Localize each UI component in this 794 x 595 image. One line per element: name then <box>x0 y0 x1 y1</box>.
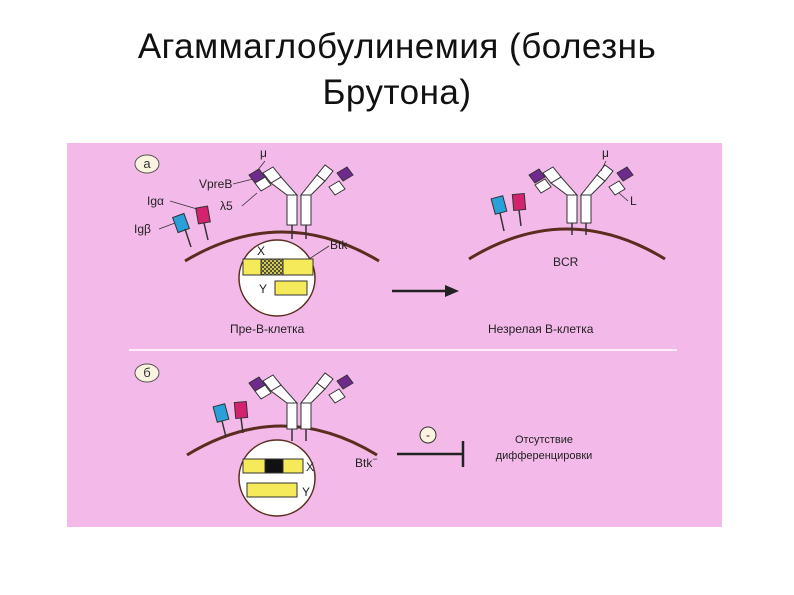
pre-bcr-receptor-b <box>248 372 354 441</box>
ig-beta-receptor-b <box>212 403 230 438</box>
immature-b-cell-membrane <box>468 227 666 261</box>
btk-deficient-nucleus <box>238 439 316 517</box>
slide-title-line-2: Брутона) <box>322 73 472 112</box>
label-mu-right: μ <box>602 146 609 160</box>
label-btk-minus: Btk− <box>355 454 378 470</box>
ig-beta-receptor <box>171 212 192 248</box>
label-ig-beta: Igβ <box>134 222 151 236</box>
label-inhibit-sign: - <box>426 428 430 442</box>
ig-alpha-receptor-b <box>233 400 249 434</box>
panel-b: б <box>134 363 593 517</box>
ig-beta-receptor-right <box>490 195 508 232</box>
label-no-differentiation-line-2: дифференцировки <box>496 450 593 462</box>
chromosome-y-a <box>274 280 308 296</box>
label-mu-left: μ <box>260 146 267 160</box>
panel-b-tag: б <box>143 365 150 380</box>
label-vpreb: VpreB <box>199 177 232 191</box>
label-bcr: BCR <box>553 255 579 269</box>
ig-alpha-receptor-right <box>511 192 527 227</box>
panel-a-tag: а <box>143 156 151 171</box>
label-ig-alpha: Igα <box>147 194 164 208</box>
panel-b-tag-badge <box>134 363 160 383</box>
chromosome-y-b <box>246 482 298 498</box>
diagram-figure: а <box>67 143 722 527</box>
label-chrom-x-a: X <box>257 244 265 258</box>
label-no-differentiation-line-1: Отсутствие <box>515 434 573 446</box>
label-light-chain: L <box>630 194 637 208</box>
label-btk: Btk <box>330 238 348 252</box>
label-chrom-y-b: Y <box>302 485 310 499</box>
pre-b-cell-membrane <box>184 230 380 263</box>
pre-b-cell-nucleus <box>238 239 316 317</box>
btk-deficient-cell-membrane <box>186 424 378 457</box>
label-lambda5: λ5 <box>220 199 233 213</box>
panel-a-tag-badge <box>134 154 160 174</box>
inhibition-symbol <box>397 426 465 467</box>
differentiation-arrow <box>392 285 459 297</box>
panel-a: а <box>134 146 666 336</box>
label-chrom-x-b: X <box>306 460 314 474</box>
pre-bcr-receptor <box>248 164 354 239</box>
chromosome-x-b <box>242 458 304 474</box>
label-immature-b-cell: Незрелая В-клетка <box>488 322 594 336</box>
label-pre-b-cell: Пре-В-клетка <box>230 322 305 336</box>
ig-alpha-receptor <box>195 205 211 241</box>
bcr-receptor <box>528 164 634 235</box>
diagram-canvas: а <box>129 146 677 517</box>
label-chrom-y-a: Y <box>259 282 267 296</box>
slide-title: Агаммаглобулинемия (болезнь Брутона) <box>0 24 794 116</box>
slide-title-line-1: Агаммаглобулинемия (болезнь <box>137 27 657 66</box>
chromosome-x-a <box>242 258 314 276</box>
